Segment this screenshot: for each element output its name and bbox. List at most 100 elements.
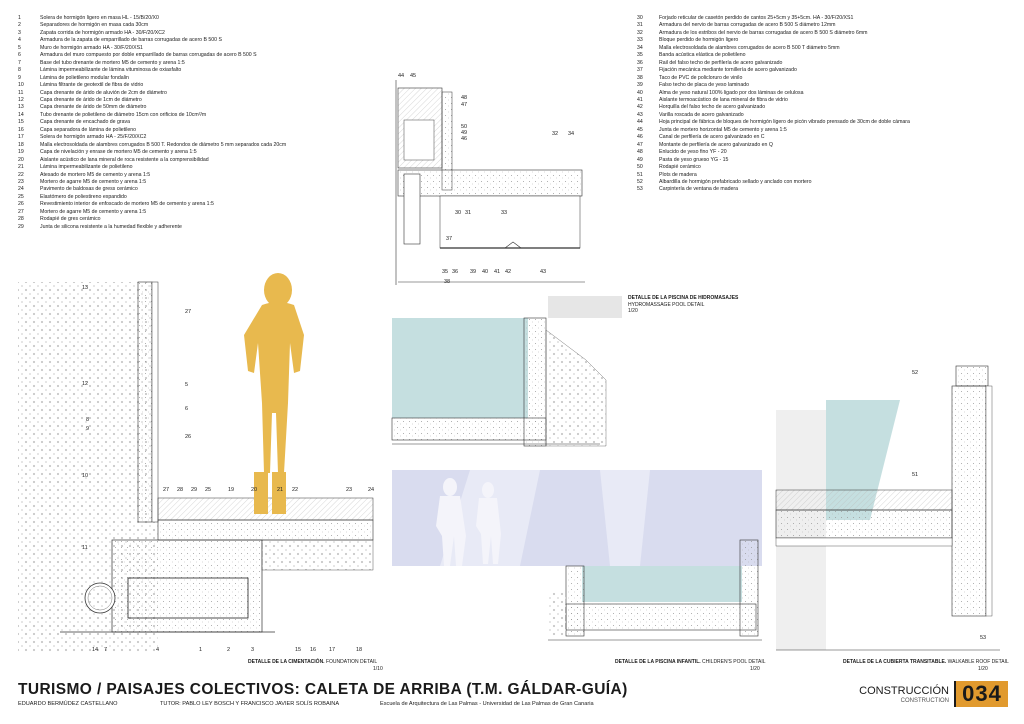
legend-number: 32 bbox=[637, 29, 643, 36]
legend-number: 14 bbox=[18, 111, 24, 118]
legend-number: 2 bbox=[18, 22, 21, 29]
callout-38: 38 bbox=[444, 279, 450, 285]
legend-text: Armadura del muro compuesto por doble em… bbox=[40, 52, 257, 59]
legend-number: 1 bbox=[18, 15, 21, 21]
school: Escuela de Arquitectura de Las Palmas - … bbox=[380, 701, 594, 707]
callout-9: 9 bbox=[86, 426, 89, 432]
callout-15: 15 bbox=[295, 647, 301, 653]
legend-text: Capa drenante de árido de aluvión de 2cm… bbox=[40, 89, 167, 96]
legend-number: 16 bbox=[18, 126, 24, 133]
legend-text: Plots de madera bbox=[659, 171, 697, 178]
legend-number: 36 bbox=[637, 59, 643, 66]
legend-number: 18 bbox=[18, 141, 24, 148]
legend-number: 42 bbox=[637, 104, 643, 111]
callout-1: 1 bbox=[199, 647, 202, 653]
legend-number: 9 bbox=[18, 74, 21, 81]
sheet-title: TURISMO / PAISAJES COLECTIVOS: CALETA DE… bbox=[18, 681, 628, 698]
section-label: CONSTRUCCIÓN CONSTRUCTION bbox=[859, 685, 949, 705]
callout-7: 7 bbox=[104, 647, 107, 653]
callout-27: 27 bbox=[163, 487, 169, 493]
legend-text: Malla electrosoldada de alambres corruga… bbox=[40, 141, 287, 148]
legend-text: Aislante termoacústico de lana mineral d… bbox=[659, 96, 788, 103]
legend-text: Bloque perdido de hormigón ligero bbox=[659, 37, 739, 44]
callout-41: 41 bbox=[494, 269, 500, 275]
callout-10: 10 bbox=[82, 473, 88, 479]
legend-text: Pavimento de baldosas de gress cerámico bbox=[40, 186, 138, 193]
legend-number: 39 bbox=[637, 82, 643, 89]
callout-28: 28 bbox=[177, 487, 183, 493]
legend-number: 28 bbox=[18, 216, 24, 223]
legend-number: 49 bbox=[637, 156, 643, 163]
legend-text: Capa drenante de encachado de grava bbox=[40, 119, 130, 126]
legend-number: 10 bbox=[18, 82, 24, 89]
legend-number: 52 bbox=[637, 178, 643, 185]
page-number: 034 bbox=[956, 681, 1008, 707]
callout-27a: 27 bbox=[185, 309, 191, 315]
callout-33: 33 bbox=[501, 210, 507, 216]
legend-text: Capa de nivelación y enrase de mortero M… bbox=[40, 149, 197, 156]
legend-text: Malla electrosoldada de alambres corruga… bbox=[659, 44, 840, 51]
callout-44: 44 bbox=[398, 73, 404, 79]
legend-number: 4 bbox=[18, 37, 21, 44]
legend-item: 18 Malla electrosoldada de alambres corru… bbox=[18, 142, 286, 149]
legend-text: Capa drenante de árido de 50mm de diámet… bbox=[40, 104, 147, 111]
legend-number: 48 bbox=[637, 149, 643, 156]
legend-number: 37 bbox=[637, 67, 643, 74]
legend-text: Junta de silicona resistente a la humeda… bbox=[40, 223, 182, 230]
callout-18: 18 bbox=[356, 647, 362, 653]
legend-text: Falso techo de placa de yeso laminado bbox=[659, 82, 749, 89]
legend-number: 50 bbox=[637, 164, 643, 171]
callout-12: 12 bbox=[82, 381, 88, 387]
legend-text: Mortero de agarre M5 de cemento y arena … bbox=[40, 178, 147, 185]
callout-3: 3 bbox=[251, 647, 254, 653]
legend-text: Aislante acústico de lana mineral de roc… bbox=[40, 156, 209, 163]
callout-47: 47 bbox=[461, 102, 467, 108]
callout-37: 37 bbox=[446, 236, 452, 242]
legend-number: 30 bbox=[637, 15, 643, 21]
callout-43: 43 bbox=[540, 269, 546, 275]
legend-item: 30 Forjado reticular de casetón perdido d… bbox=[637, 15, 910, 22]
human-figure bbox=[244, 273, 304, 514]
callout-45: 45 bbox=[410, 73, 416, 79]
legend-number: 15 bbox=[18, 119, 24, 126]
legend-item: 15 Capa drenante de encachado de grava bbox=[18, 119, 286, 126]
legend-number: 45 bbox=[637, 126, 643, 133]
legend-text: Armadura del nervio de barras corrugadas… bbox=[659, 22, 836, 29]
legend-text: Mortero de agarre M5 de cemento y arena … bbox=[40, 208, 147, 215]
callout-6: 6 bbox=[185, 406, 188, 412]
callout-16: 16 bbox=[310, 647, 316, 653]
callout-5: 5 bbox=[185, 382, 188, 388]
legend-number: 44 bbox=[637, 119, 643, 126]
legend-number: 22 bbox=[18, 171, 24, 178]
tutor: TUTOR: PABLO LEY BOSCH Y FRANCISCO JAVIE… bbox=[160, 701, 340, 707]
legend-text: Pasta de yeso grueso YG - 15 bbox=[659, 156, 729, 163]
callout-29: 29 bbox=[191, 487, 197, 493]
legend-number: 13 bbox=[18, 104, 24, 111]
callout-17: 17 bbox=[329, 647, 335, 653]
foundation-callouts: 13 12 8 9 10 11 27 5 6 26 27 28 29 25 19… bbox=[82, 285, 374, 653]
legend-text: Forjado reticular de casetón perdido de … bbox=[659, 15, 854, 21]
legend-number: 33 bbox=[637, 37, 643, 44]
legend-number: 12 bbox=[18, 96, 24, 103]
callout-34: 34 bbox=[568, 131, 574, 137]
legend-text: Lámina impermeabilizante de lámina vitum… bbox=[40, 67, 182, 74]
legend-number: 38 bbox=[637, 74, 643, 81]
